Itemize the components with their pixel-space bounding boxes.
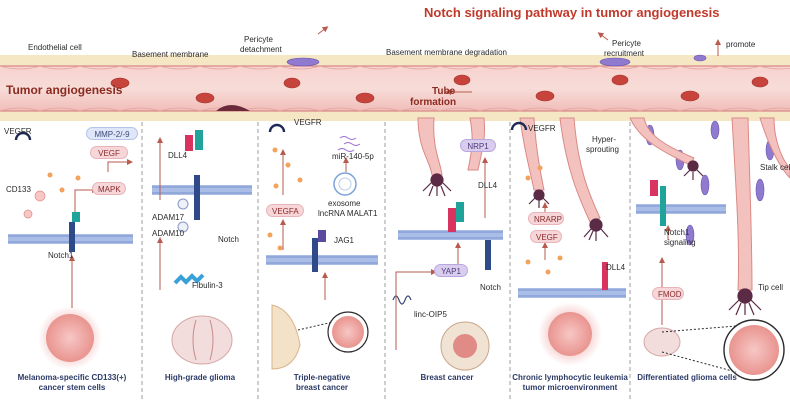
p4-notch: Notch (480, 283, 501, 292)
p5-nrarp-pill: NRARP (528, 212, 564, 225)
p2-dll4: DLL4 (168, 151, 188, 160)
p4-dll4: DLL4 (478, 181, 498, 190)
p1-mmp-pill: MMP-2/-9 (86, 127, 138, 140)
tumor-cell-clusters (38, 302, 785, 381)
breast-tissue-icon (271, 304, 301, 370)
endothelial-cells (0, 65, 790, 112)
p6-notch1-1: Notch1 (664, 228, 690, 237)
panel-dividers (141, 122, 631, 400)
p5-dll4: DLL4 (606, 263, 626, 272)
p2-adam17: ADAM17 (152, 213, 185, 222)
p1-mapk-pill: MAPK (92, 182, 126, 195)
p4-linc: linc-OIP5 (414, 310, 447, 319)
mirna-icon (337, 136, 361, 152)
p6-stalk: Stalk cell (760, 163, 790, 172)
endothelial-nucleus (216, 105, 250, 111)
label-tube-2: formation (410, 97, 457, 108)
p2-notch: Notch (218, 235, 239, 244)
p1-cd133: CD133 (6, 185, 31, 194)
exosome-icon (333, 172, 357, 196)
fibulin-3-helix-icon (173, 273, 205, 285)
p6-tip: Tip cell (758, 283, 784, 292)
label-tube-1: Tube (432, 86, 456, 97)
label-pericyte-recruitment-2: recruitment (604, 49, 645, 58)
ligand-particles (47, 147, 563, 275)
cd133-particles (23, 190, 46, 219)
p4-footer: Breast cancer (420, 373, 474, 382)
blood-vessel (0, 66, 790, 111)
p6-notch1-2: signaling (664, 238, 696, 247)
p1-notch1: Notch1 (48, 251, 74, 260)
pericytes (286, 54, 775, 246)
p4-nrp1-pill: NRP1 (460, 139, 496, 152)
p1-footer: Melanoma-specific CD133(+)cancer stem ce… (17, 373, 127, 392)
p5-vegf-pill: VEGF (530, 230, 562, 243)
arrows (69, 26, 721, 350)
brain-icons (171, 315, 681, 365)
p3-vegfr: VEGFR (294, 118, 322, 127)
p3-jag1: JAG1 (334, 236, 355, 245)
vegfr-receptor-icons (14, 121, 528, 141)
zoom-dotted-line-2 (661, 351, 737, 373)
label-bm-degradation: Basement membrane degradation (386, 48, 507, 57)
p5-hyper-2: sprouting (586, 145, 619, 154)
p1-vegf-pill: VEGF (90, 146, 128, 159)
p6-footer: Differentiated glioma cells (637, 373, 737, 382)
p3-lncrna: lncRNA MALAT1 (318, 209, 378, 218)
label-promote: promote (726, 40, 756, 49)
p1-vegfr: VEGFR (4, 127, 32, 136)
label-tumor-angiogenesis: Tumor angiogenesis (6, 83, 123, 97)
p3-exosome: exosome (328, 199, 361, 208)
red-blood-cells (110, 74, 769, 104)
diagram-title: Notch signaling pathway in tumor angioge… (424, 5, 720, 20)
label-pericyte-detachment-2: detachment (240, 45, 282, 54)
p4-yap1-pill: YAP1 (434, 264, 468, 277)
cell-membranes (8, 185, 726, 298)
p6-fmod-pill: FMOD (652, 287, 684, 300)
label-basement-membrane: Basement membrane (132, 50, 209, 59)
tip-cells (422, 160, 762, 316)
label-pericyte-detachment-1: Pericyte (244, 35, 273, 44)
p3-mir: miR-140-5p (332, 152, 374, 161)
label-pericyte-recruitment-1: Pericyte (612, 39, 641, 48)
p3-vegfa-pill: VEGFA (266, 204, 304, 217)
sprouting-vessels (417, 117, 790, 291)
p2-adam10: ADAM10 (152, 229, 185, 238)
label-endothelial-cell: Endothelial cell (28, 43, 82, 52)
zoom-dotted-line-1 (661, 325, 737, 333)
p2-fibulin: Fibulin-3 (192, 281, 223, 290)
adam-protease-icons (177, 198, 189, 233)
p2-footer: High-grade glioma (164, 373, 236, 382)
p5-hyper-1: Hyper- (592, 135, 617, 144)
p5-vegfr: VEGFR (528, 124, 556, 133)
receptors (69, 130, 666, 290)
